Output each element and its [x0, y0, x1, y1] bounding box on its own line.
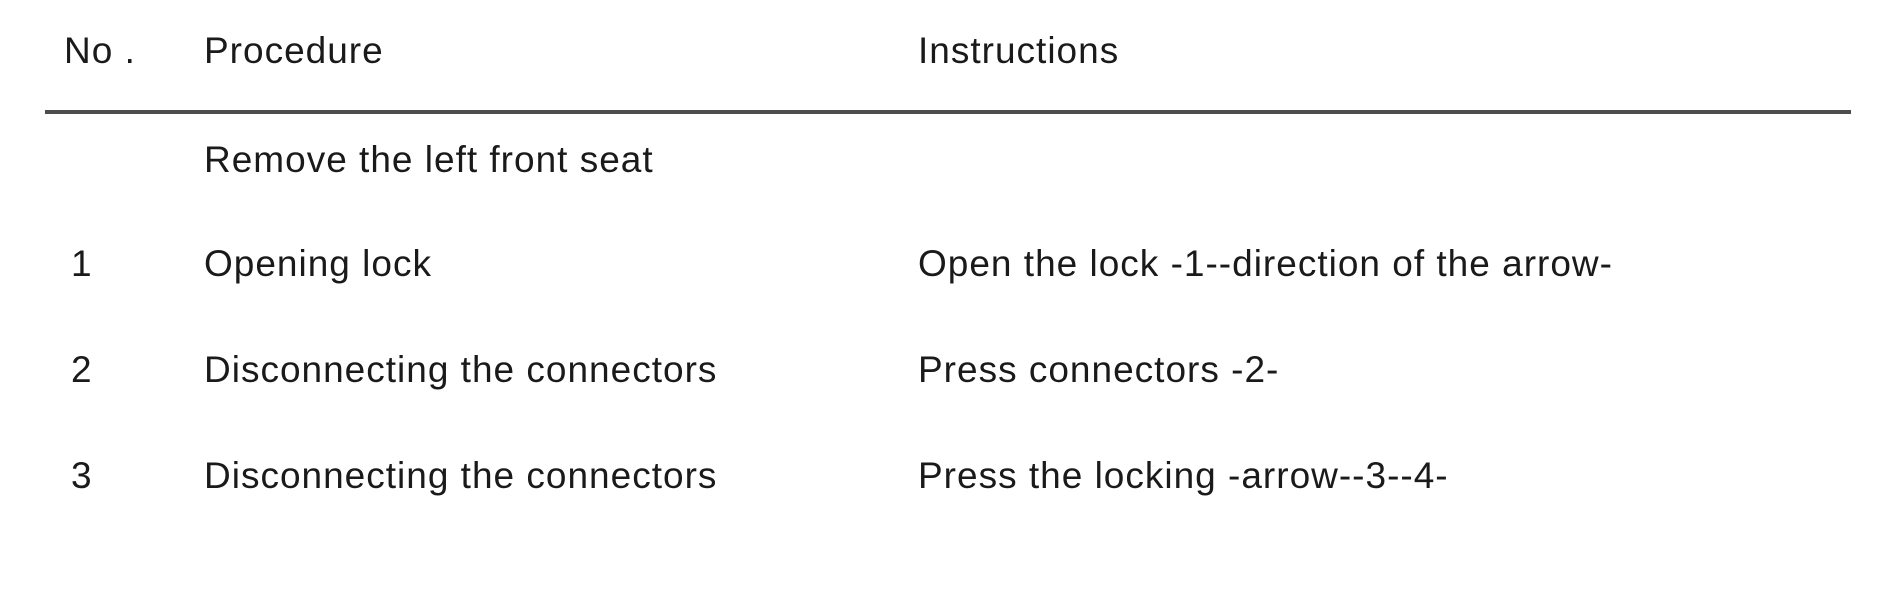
row-instructions: Open the lock -1--direction of the arrow…: [918, 243, 1613, 284]
table-row: 1 Opening lock Open the lock -1--directi…: [0, 242, 1881, 286]
table-row: 2 Disconnecting the connectors Press con…: [0, 348, 1881, 392]
table-section-row: Remove the left front seat: [0, 138, 1881, 182]
header-divider-rule: [45, 110, 1851, 114]
row-number: 1: [71, 243, 93, 284]
table-header-row: No . Procedure Instructions: [0, 29, 1881, 73]
row-instructions: Press the locking -arrow--3--4-: [918, 455, 1449, 496]
column-header-procedure: Procedure: [204, 30, 384, 71]
row-procedure: Disconnecting the connectors: [204, 349, 718, 390]
column-header-instructions: Instructions: [918, 30, 1120, 71]
row-instructions: Press connectors -2-: [918, 349, 1280, 390]
section-header-label: Remove the left front seat: [204, 139, 654, 180]
table-row: 3 Disconnecting the connectors Press the…: [0, 454, 1881, 498]
row-procedure: Disconnecting the connectors: [204, 455, 718, 496]
row-number: 3: [71, 455, 93, 496]
column-header-no: No .: [64, 30, 136, 71]
row-procedure: Opening lock: [204, 243, 432, 284]
row-number: 2: [71, 349, 93, 390]
